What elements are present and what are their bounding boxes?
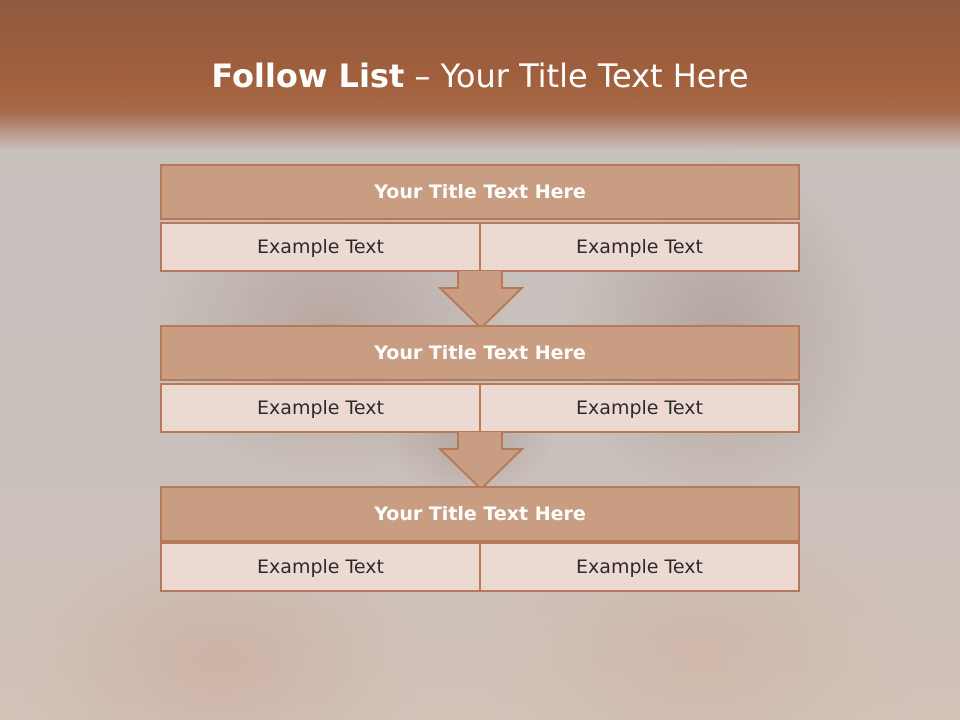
- block-row: Example Text Example Text: [160, 222, 800, 272]
- slide-title: Follow List – Your Title Text Here: [0, 52, 960, 100]
- block-cell-left: Example Text: [160, 222, 481, 272]
- block-cell-left: Example Text: [160, 542, 481, 592]
- block-cell-right: Example Text: [481, 222, 800, 272]
- down-arrow-icon: [438, 431, 524, 491]
- block-title: Your Title Text Here: [160, 325, 800, 381]
- block-title: Your Title Text Here: [160, 164, 800, 220]
- block-row: Example Text Example Text: [160, 542, 800, 592]
- block-cell-right: Example Text: [481, 383, 800, 433]
- block-cell-right: Example Text: [481, 542, 800, 592]
- block-row: Example Text Example Text: [160, 383, 800, 433]
- slide-title-rest: – Your Title Text Here: [404, 57, 749, 95]
- down-arrow-icon: [438, 270, 524, 330]
- title-band: [0, 0, 960, 150]
- block-cell-left: Example Text: [160, 383, 481, 433]
- block-title: Your Title Text Here: [160, 486, 800, 542]
- slide-title-bold: Follow List: [211, 57, 405, 95]
